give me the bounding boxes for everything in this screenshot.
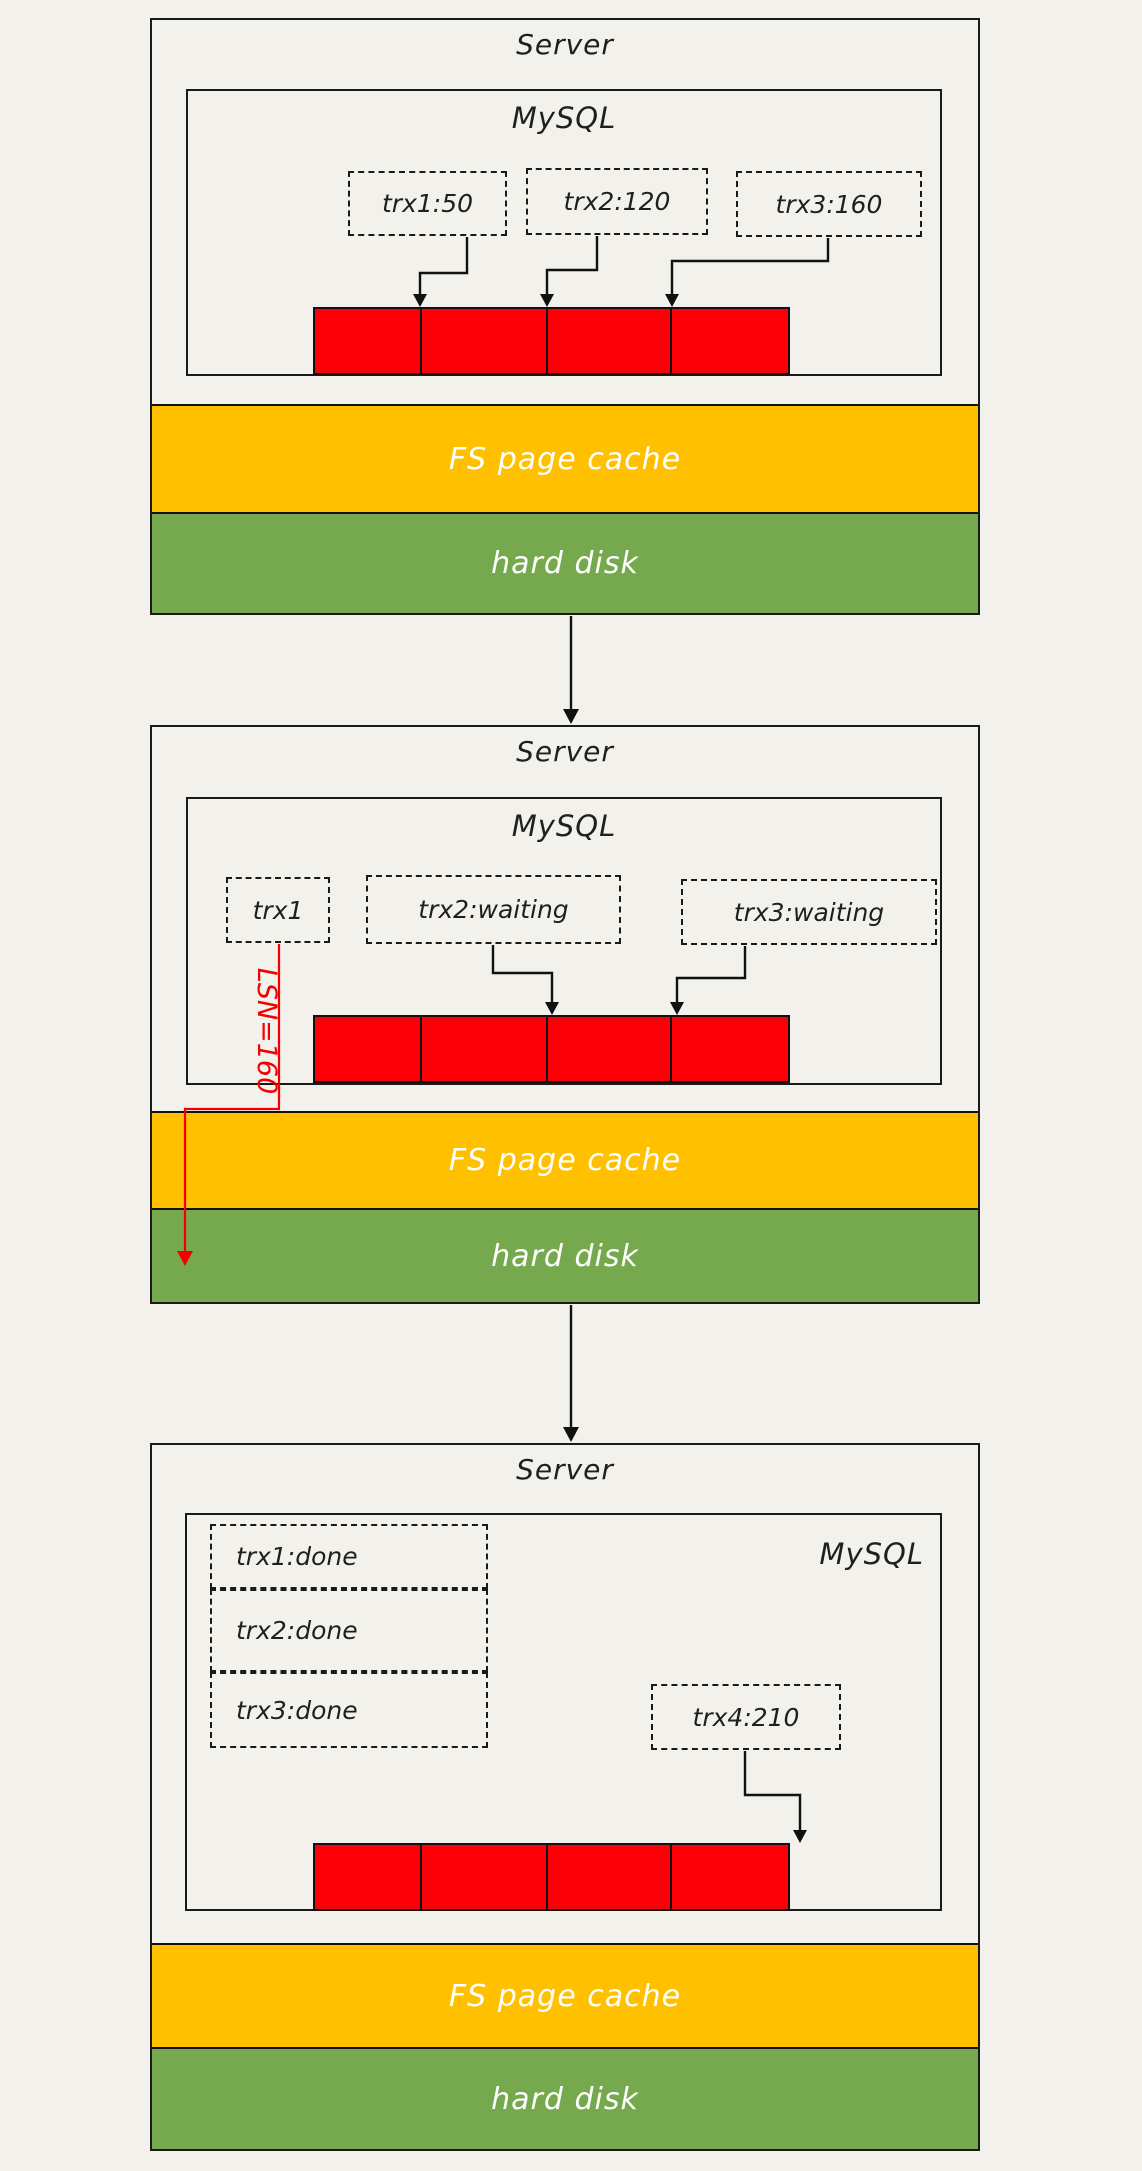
log-buffer-segment — [315, 309, 420, 373]
trx-box-trx1-done: trx1:done — [210, 1524, 488, 1589]
mysql-label: MySQL — [511, 809, 617, 843]
server-label: Server — [516, 1453, 614, 1486]
fs-page-cache-bar: FS page cache — [152, 404, 978, 512]
trx-label: trx4:210 — [692, 1702, 800, 1732]
trx-box-trx2-waiting: trx2:waiting — [366, 875, 621, 944]
log-buffer-segment — [670, 1845, 788, 1909]
trx-label: trx2:120 — [563, 187, 671, 216]
hard-disk-bar: hard disk — [152, 2047, 978, 2149]
trx-box-trx2-done: trx2:done — [210, 1589, 488, 1672]
server-box-step1: Server MySQL trx1:50 trx2:120 trx3:160 F… — [150, 18, 980, 615]
redo-log-buffer — [313, 307, 790, 375]
server-label: Server — [516, 735, 614, 768]
mysql-label: MySQL — [511, 101, 617, 135]
log-buffer-segment — [419, 309, 546, 373]
trx-label: trx1:50 — [381, 189, 473, 218]
fs-page-cache-bar: FS page cache — [152, 1111, 978, 1208]
lsn-annotation: LSN=160 — [251, 967, 282, 1095]
trx-label: trx1:done — [236, 1542, 358, 1571]
trx-box-trx4-210: trx4:210 — [651, 1684, 841, 1750]
trx-box-trx3-160: trx3:160 — [736, 171, 922, 237]
mysql-label: MySQL — [819, 1537, 924, 1571]
log-buffer-segment — [546, 1017, 670, 1081]
trx-label: trx2:done — [236, 1616, 358, 1645]
log-buffer-segment — [546, 309, 670, 373]
trx-box-trx3-waiting: trx3:waiting — [681, 879, 937, 945]
log-buffer-segment — [546, 1845, 670, 1909]
trx-label: trx1 — [252, 895, 304, 925]
trx-box-trx3-done: trx3:done — [210, 1672, 488, 1748]
hard-disk-label: hard disk — [491, 2081, 639, 2117]
server-box-step2: Server MySQL trx1 trx2:waiting trx3:wait… — [150, 725, 980, 1304]
trx-box-trx2-120: trx2:120 — [526, 168, 708, 235]
server-box-step3: Server MySQL trx1:done trx2:done trx3:do… — [150, 1443, 980, 2151]
server-label: Server — [516, 28, 614, 61]
log-buffer-segment — [315, 1017, 420, 1081]
arrowhead-icon — [563, 1427, 579, 1442]
fs-page-cache-label: FS page cache — [448, 441, 682, 477]
redo-log-buffer — [313, 1843, 790, 1911]
hard-disk-bar: hard disk — [152, 1208, 978, 1302]
fs-page-cache-label: FS page cache — [448, 1978, 682, 2014]
hard-disk-label: hard disk — [491, 546, 639, 581]
log-buffer-segment — [419, 1017, 546, 1081]
arrowhead-icon — [563, 709, 579, 724]
redo-log-buffer — [313, 1015, 790, 1083]
trx-box-trx1-50: trx1:50 — [348, 171, 507, 236]
log-buffer-segment — [670, 1017, 788, 1081]
trx-box-trx1: trx1 — [226, 877, 330, 943]
log-buffer-segment — [315, 1845, 420, 1909]
trx-label: trx3:done — [236, 1695, 358, 1725]
fs-page-cache-bar: FS page cache — [152, 1943, 978, 2047]
hard-disk-bar: hard disk — [152, 512, 978, 613]
hard-disk-label: hard disk — [491, 1238, 639, 1274]
trx-label: trx3:waiting — [733, 897, 885, 927]
log-buffer-segment — [419, 1845, 546, 1909]
trx-label: trx3:160 — [775, 189, 883, 219]
fs-page-cache-label: FS page cache — [448, 1143, 682, 1178]
trx-label: trx2:waiting — [418, 895, 569, 924]
log-buffer-segment — [670, 309, 788, 373]
